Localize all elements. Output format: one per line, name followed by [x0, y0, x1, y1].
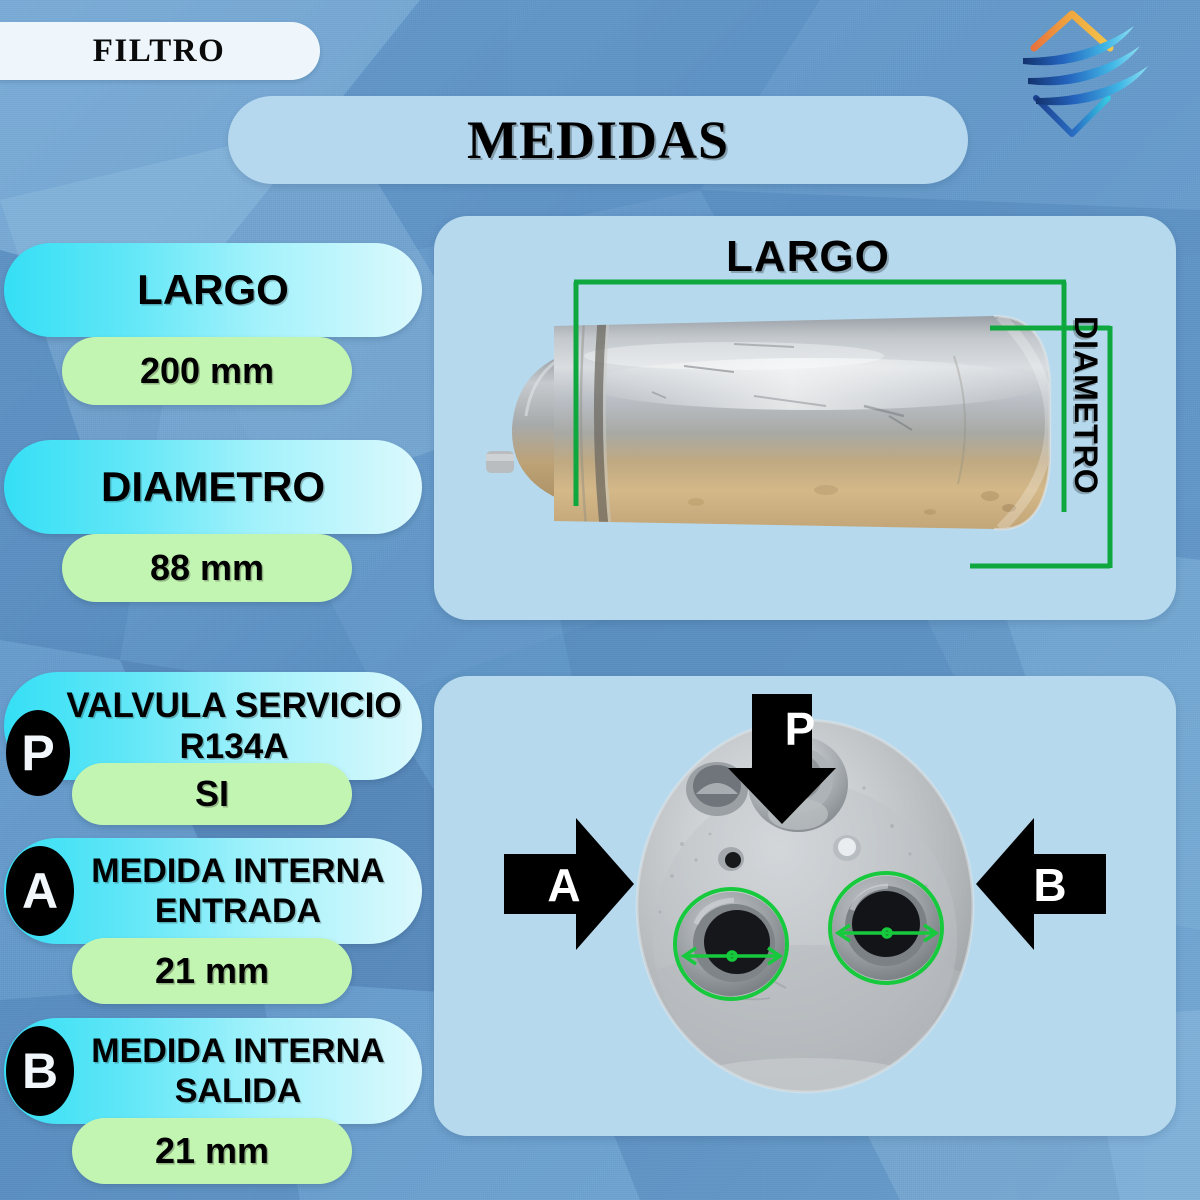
bracket-label-largo: LARGO: [726, 232, 890, 281]
spec-label-diametro-line1: DIAMETRO: [101, 462, 325, 510]
port-tag-p-letter: P: [21, 725, 55, 781]
spec-value-diametro-text: 88 mm: [149, 547, 265, 588]
spec-label-entrada-line2: ENTRADA: [154, 891, 322, 930]
spec-value-salida: 21 mm: [72, 1118, 352, 1184]
spec-value-salida-text: 21 mm: [154, 1130, 270, 1171]
spec-label-diametro: DIAMETRO: [4, 440, 422, 534]
spec-value-valvula-text: SI: [194, 773, 229, 814]
port-tag-b: B: [6, 1026, 74, 1116]
arrow-label-b: B: [1033, 859, 1067, 911]
spec-label-largo: LARGO: [4, 243, 422, 337]
spec-value-largo: 200 mm: [62, 337, 352, 405]
page-title-label: MEDIDAS: [466, 110, 730, 170]
port-tag-a-letter: A: [21, 863, 59, 919]
arrow-label-a: A: [547, 859, 581, 911]
spec-value-diametro: 88 mm: [62, 534, 352, 602]
spec-label-valvula-line1: VALVULA SERVICIO: [66, 685, 402, 725]
spec-value-entrada: 21 mm: [72, 938, 352, 1004]
spec-value-largo-text: 200 mm: [139, 350, 275, 391]
page-title: MEDIDAS: [228, 96, 968, 184]
arrow-p-shape: [728, 694, 836, 824]
spec-label-salida-line2: SALIDA: [174, 1071, 302, 1110]
arrow-a-shape: [504, 818, 634, 950]
spec-label-largo-line1: LARGO: [137, 265, 289, 313]
filter-endcap-panel: [434, 676, 1176, 1136]
filter-side-view-panel: [434, 216, 1176, 620]
bracket-label-diametro: DIAMETRO: [1068, 316, 1104, 495]
spec-label-salida: MEDIDA INTERNA SALIDA: [4, 1018, 422, 1124]
arrow-b-shape: [976, 818, 1106, 950]
spec-value-valvula: SI: [72, 763, 352, 825]
port-tag-a: A: [6, 846, 74, 936]
spec-value-entrada-text: 21 mm: [154, 950, 270, 991]
spec-label-valvula: VALVULA SERVICIO R134A: [4, 672, 422, 780]
spec-label-salida-line1: MEDIDA INTERNA: [91, 1031, 385, 1070]
arrow-label-p: P: [784, 703, 816, 755]
spec-label-valvula-line2: R134A: [179, 726, 289, 766]
filtro-badge: FILTRO: [0, 22, 320, 80]
port-tag-b-letter: B: [21, 1043, 59, 1099]
port-tag-p: P: [6, 710, 70, 796]
spec-label-entrada-line1: MEDIDA INTERNA: [91, 851, 385, 890]
filtro-badge-label: FILTRO: [92, 32, 226, 69]
company-logo: [1006, 6, 1186, 176]
